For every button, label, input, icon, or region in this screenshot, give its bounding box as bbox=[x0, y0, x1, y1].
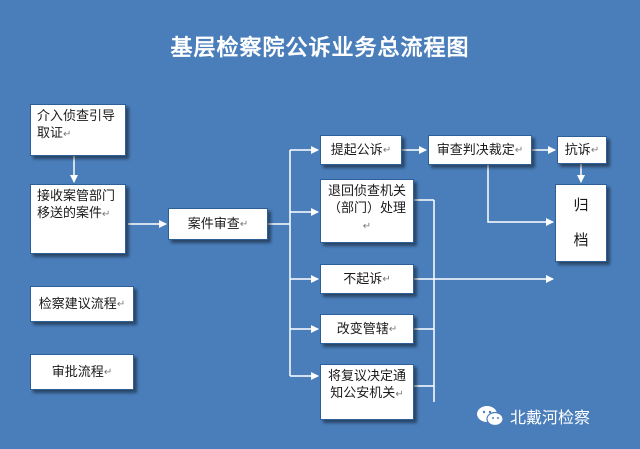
box-intro-investigation: 介入侦查引导取证↵ bbox=[30, 104, 126, 156]
box-intro-investigation-label: 介入侦查引导取证 bbox=[37, 109, 116, 141]
wechat-icon bbox=[477, 406, 504, 427]
box-file-prosecution-label: 提起公诉 bbox=[330, 142, 383, 158]
box-trial-judgment: 审查判决裁定↵ bbox=[428, 135, 532, 165]
box-archive-top-label: 归 bbox=[573, 196, 589, 214]
diagram-title: 基层检察院公诉业务总流程图 bbox=[170, 36, 470, 61]
box-reconsideration-notice-label: 将复议决定通知公安机关 bbox=[327, 369, 406, 401]
box-reconsideration-notice: 将复议决定通知公安机关↵ bbox=[320, 364, 414, 420]
box-approval-process: 审批流程↵ bbox=[30, 354, 134, 390]
box-non-prosecution: 不起诉↵ bbox=[320, 264, 414, 294]
box-change-jurisdiction-label: 改变管辖 bbox=[336, 321, 389, 337]
watermark: 北戴河检察 bbox=[476, 404, 590, 428]
box-procuratorial-suggestion-label: 检察建议流程 bbox=[38, 296, 117, 312]
box-archive: 归 档 bbox=[555, 184, 607, 262]
box-return-investigation: 退回侦查机关（部门）处理↵ bbox=[320, 179, 414, 243]
box-case-review-label: 案件审查 bbox=[187, 216, 240, 232]
box-change-jurisdiction: 改变管辖↵ bbox=[320, 314, 414, 344]
box-receive-case: 接收案管部门移送的案件↵ bbox=[30, 184, 126, 254]
watermark-text: 北戴河检察 bbox=[510, 408, 591, 427]
box-non-prosecution-label: 不起诉 bbox=[343, 271, 383, 287]
arrow-trial-to-archive bbox=[487, 165, 554, 226]
box-return-investigation-label: 退回侦查机关（部门）处理 bbox=[327, 184, 406, 216]
box-case-review: 案件审查↵ bbox=[168, 208, 268, 240]
box-archive-bottom-label: 档 bbox=[573, 231, 589, 249]
box-protest: 抗诉↵ bbox=[557, 136, 607, 164]
box-procuratorial-suggestion: 检察建议流程↵ bbox=[30, 286, 134, 322]
box-protest-label: 抗诉 bbox=[564, 142, 591, 158]
box-approval-process-label: 审批流程 bbox=[51, 364, 104, 380]
box-receive-case-label: 接收案管部门移送的案件 bbox=[37, 189, 116, 221]
box-trial-judgment-label: 审查判决裁定 bbox=[436, 142, 515, 158]
box-file-prosecution: 提起公诉↵ bbox=[320, 135, 402, 165]
